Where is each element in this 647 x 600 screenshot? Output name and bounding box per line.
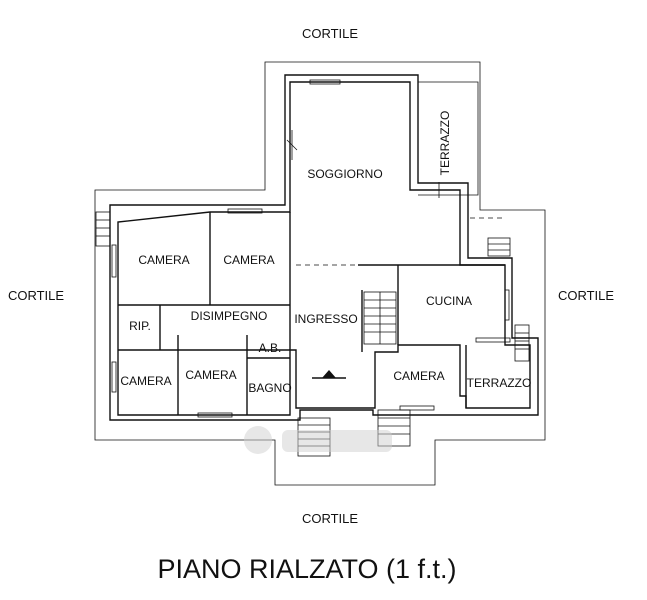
room-camera-2-label: CAMERA: [223, 253, 274, 267]
room-cucina-label: CUCINA: [426, 294, 472, 308]
windows: [111, 79, 511, 418]
room-bagno-label: BAGNO: [248, 381, 291, 395]
room-camera-1-label: CAMERA: [138, 253, 189, 267]
stairs-hall: [363, 291, 397, 345]
building-outer-wall-2: [109, 74, 539, 421]
cortile-right-label: CORTILE: [558, 288, 614, 303]
room-camera-5-label: CAMERA: [393, 369, 444, 383]
cortile-bottom-label: CORTILE: [302, 511, 358, 526]
property-outline: [94, 61, 546, 486]
stairs-right: [487, 237, 530, 362]
cortile-top-label: CORTILE: [302, 26, 358, 41]
stairs-left: [95, 211, 111, 247]
watermark-logo: [244, 426, 392, 454]
room-camera-4-label: CAMERA: [185, 368, 236, 382]
room-rip-label: RIP.: [129, 319, 151, 333]
entrance-arrow-icon: [322, 370, 336, 378]
room-soggiorno-label: SOGGIORNO: [307, 167, 382, 181]
terrazzo-top-area: [418, 81, 479, 196]
room-ab-label: A.B.: [259, 341, 282, 355]
cortile-left-label: CORTILE: [8, 288, 64, 303]
plan-title: PIANO RIALZATO (1 f.t.): [157, 554, 456, 584]
room-terrazzo-right-label: TERRAZZO: [467, 376, 532, 390]
room-terrazzo-top-label: TERRAZZO: [438, 111, 452, 176]
room-camera-3-label: CAMERA: [120, 374, 171, 388]
room-disimpegno-label: DISIMPEGNO: [191, 309, 268, 323]
room-ingresso-label: INGRESSO: [294, 312, 357, 326]
